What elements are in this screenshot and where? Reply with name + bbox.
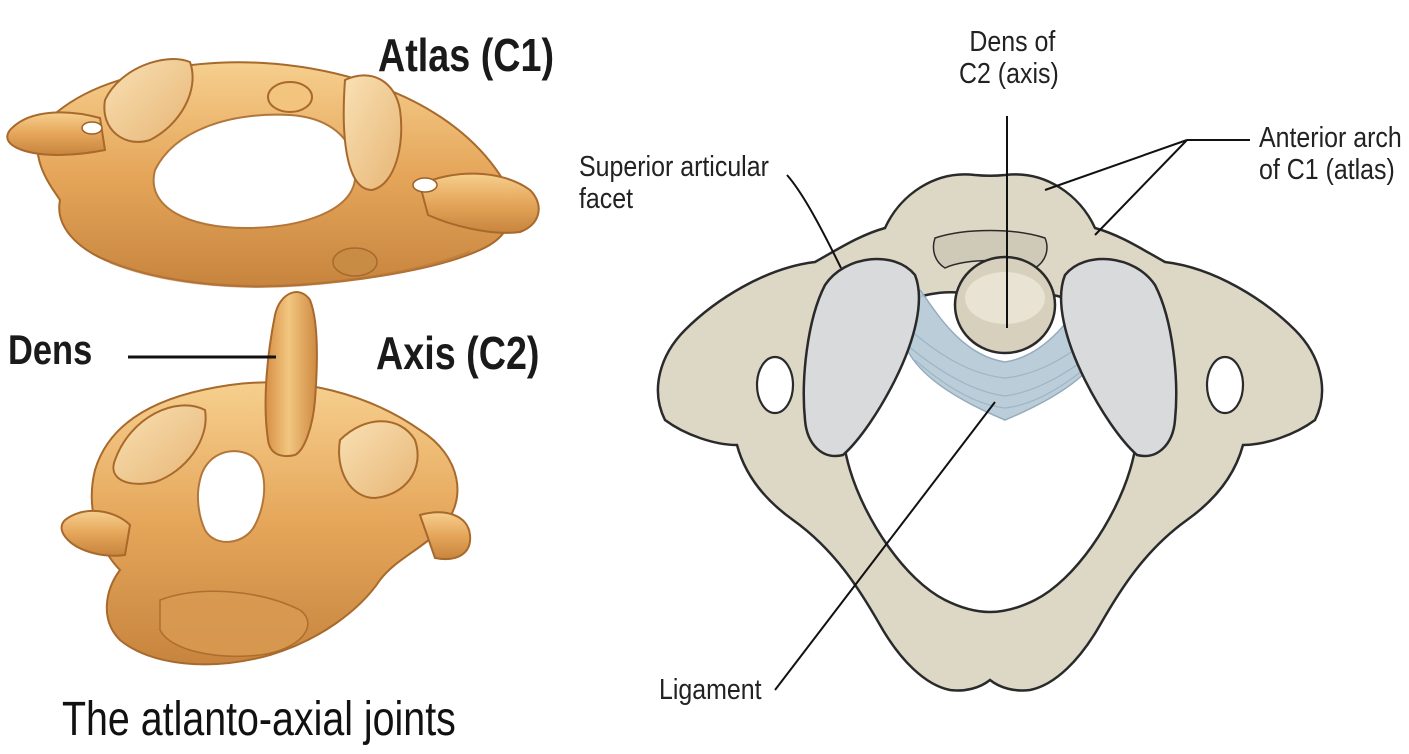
- facet-label-line-1: Superior articular: [579, 151, 769, 183]
- atlanto-axial-schematic: Dens of C2 (axis) Superior articular fac…: [575, 0, 1409, 754]
- left-transverse-foramen: [757, 357, 793, 413]
- anterior-arch-leader-line-b: [1095, 140, 1187, 235]
- superior-articular-facet-label: Superior articular facet: [579, 151, 769, 216]
- anterior-label-line-2: of C1 (atlas): [1259, 154, 1402, 186]
- anterior-arch-leader-line-a: [1045, 140, 1187, 190]
- axis-label: Axis (C2): [376, 326, 540, 380]
- dens-of-c2: [955, 257, 1055, 353]
- dens-label-line-1: Dens of: [959, 26, 1059, 58]
- dens-of-c2-label: Dens of C2 (axis): [959, 26, 1059, 91]
- schematic-drawing: [575, 0, 1409, 754]
- ligament-label: Ligament: [659, 674, 762, 706]
- dens-label-line-2: C2 (axis): [959, 58, 1059, 90]
- anterior-label-line-1: Anterior arch: [1259, 122, 1402, 154]
- atlas-c1-bone: [7, 59, 538, 286]
- atlas-label: Atlas (C1): [378, 28, 554, 82]
- atlas-axis-illustration: Atlas (C1) Dens Axis (C2) The atlanto-ax…: [0, 0, 575, 754]
- figure-caption: The atlanto-axial joints: [62, 692, 456, 747]
- anterior-arch-label: Anterior arch of C1 (atlas): [1259, 122, 1402, 187]
- dens-label: Dens: [8, 326, 92, 374]
- right-transverse-foramen: [1207, 357, 1243, 413]
- facet-label-line-2: facet: [579, 183, 769, 215]
